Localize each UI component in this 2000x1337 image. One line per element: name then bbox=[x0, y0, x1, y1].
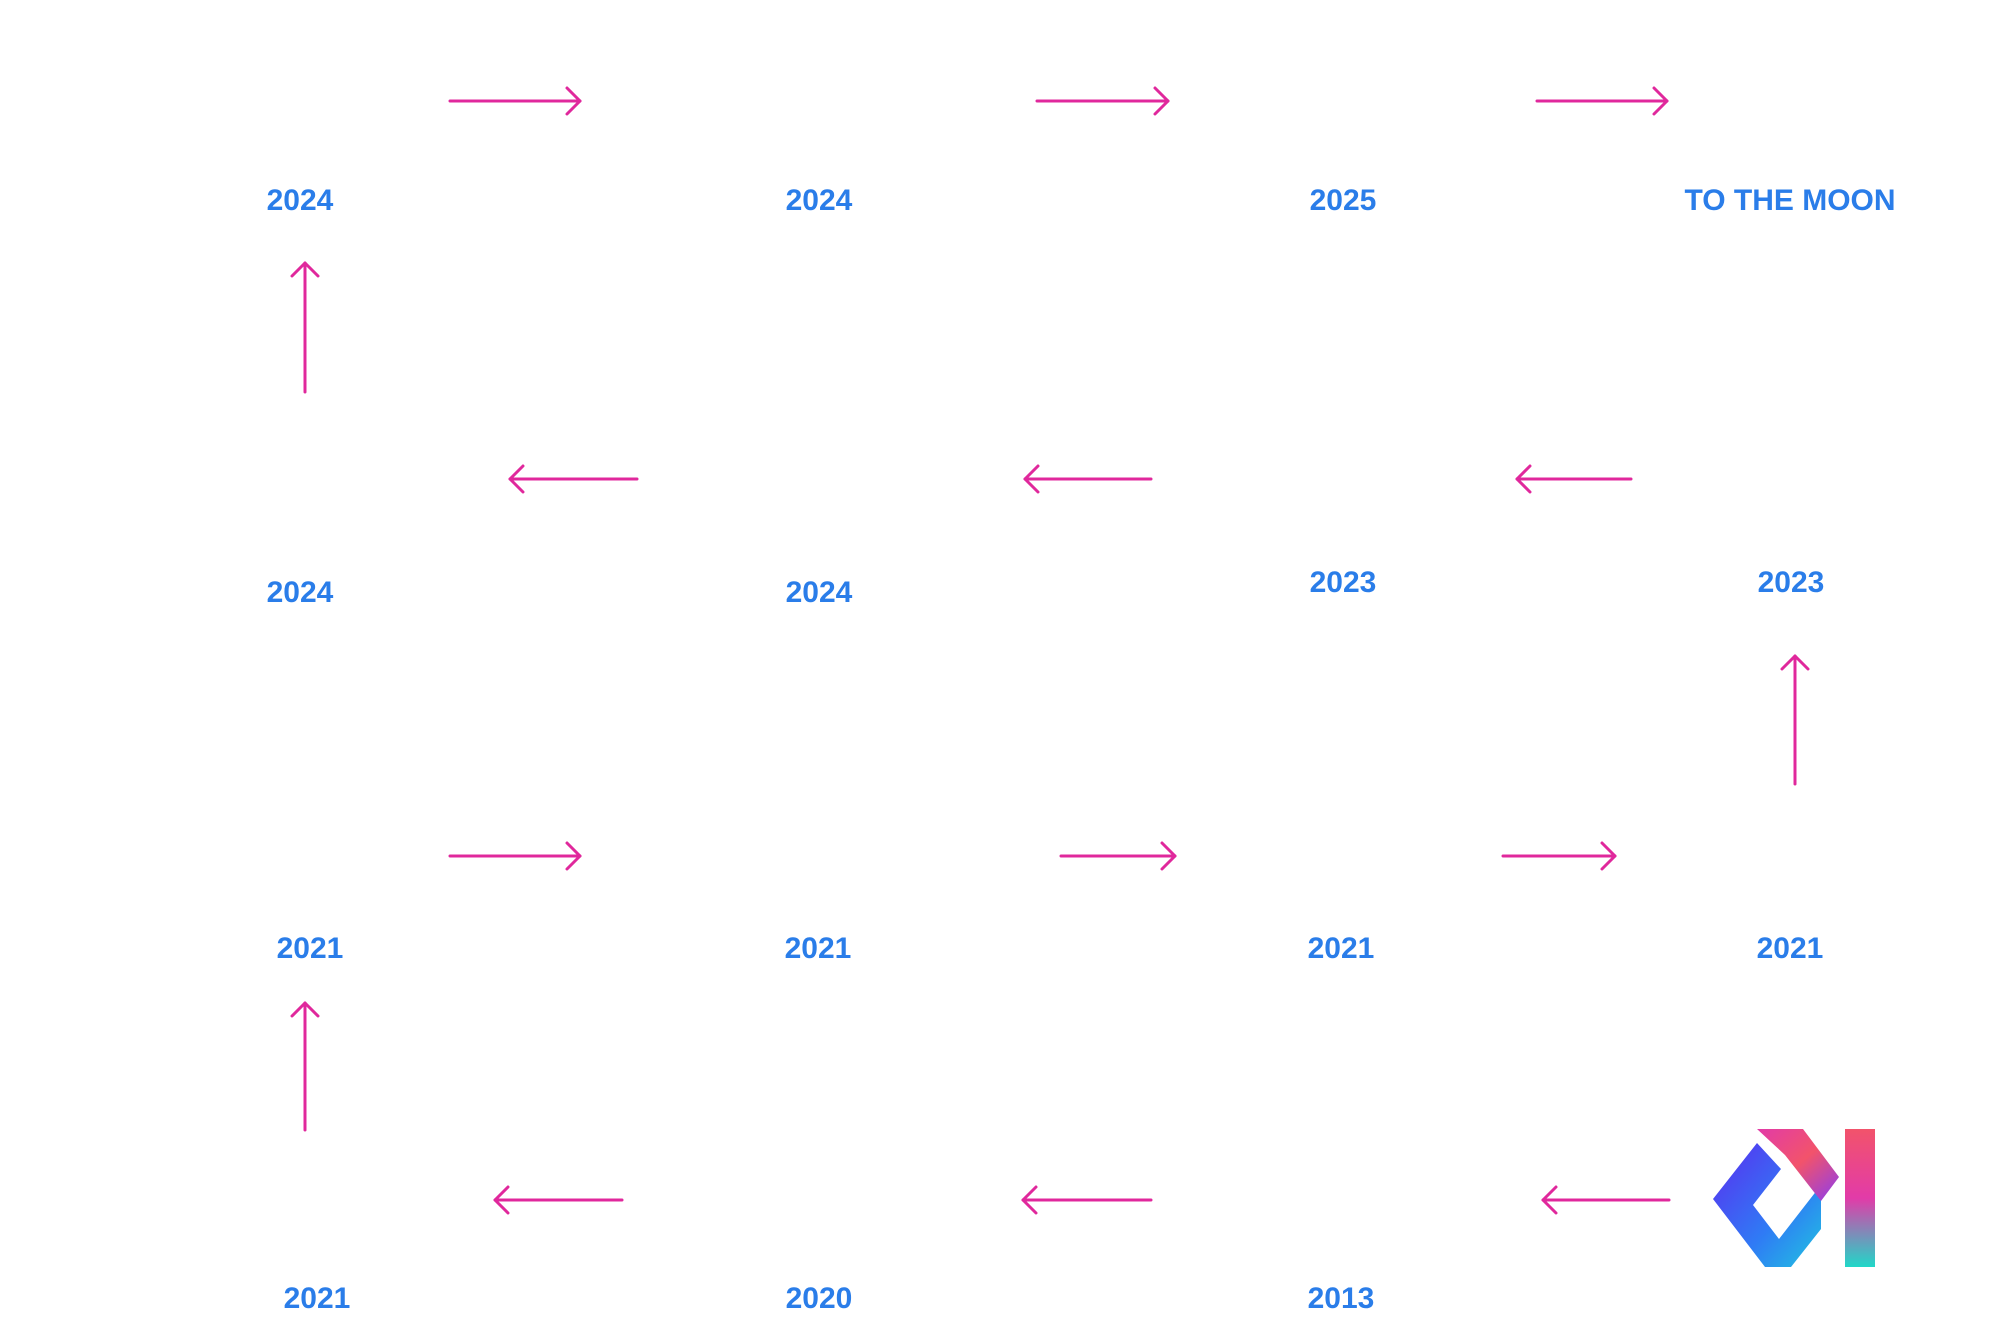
node-label-2024-row2-left: 2024 bbox=[266, 576, 334, 609]
node-label-2023-right: 2023 bbox=[1757, 566, 1825, 599]
arrow-2013-to-2020 bbox=[1541, 1185, 1671, 1215]
arrow-row2-2 bbox=[1023, 464, 1153, 494]
arrow-up-left-lower bbox=[290, 1001, 320, 1132]
node-label-2021-row3-left: 2021 bbox=[276, 932, 344, 965]
arrow-row2-1 bbox=[1515, 464, 1633, 494]
arrow-row3-2 bbox=[1059, 841, 1177, 871]
arrow-up-right bbox=[1780, 654, 1810, 786]
node-label-2024-row2-mid: 2024 bbox=[785, 576, 853, 609]
node-label-to-the-moon: TO THE MOON bbox=[1684, 184, 1896, 217]
arrow-row2-3 bbox=[508, 464, 639, 494]
arrow-row3-1 bbox=[448, 841, 582, 871]
arrow-row1-3 bbox=[1535, 86, 1669, 116]
brand-logo-icon bbox=[1713, 1129, 1875, 1267]
node-label-2021-row3-mid-left: 2021 bbox=[784, 932, 852, 965]
node-label-2024-row1-mid: 2024 bbox=[785, 184, 853, 217]
arrow-row1-1 bbox=[448, 86, 582, 116]
arrow-2021-to-2021-bottom bbox=[493, 1185, 624, 1215]
node-label-2024-row1-left: 2024 bbox=[266, 184, 334, 217]
node-label-2020: 2020 bbox=[785, 1282, 853, 1315]
node-label-2021-row3-mid-right: 2021 bbox=[1307, 932, 1375, 965]
node-label-2013: 2013 bbox=[1307, 1282, 1375, 1315]
node-label-2021-row3-right: 2021 bbox=[1756, 932, 1824, 965]
node-label-2021-bottom-left: 2021 bbox=[283, 1282, 351, 1315]
arrow-up-left-upper bbox=[290, 261, 320, 394]
arrow-2020-to-2021 bbox=[1021, 1185, 1153, 1215]
node-label-2023-mid-right: 2023 bbox=[1309, 566, 1377, 599]
arrow-row3-3 bbox=[1501, 841, 1617, 871]
arrow-row1-2 bbox=[1035, 86, 1170, 116]
node-label-2025: 2025 bbox=[1309, 184, 1377, 217]
